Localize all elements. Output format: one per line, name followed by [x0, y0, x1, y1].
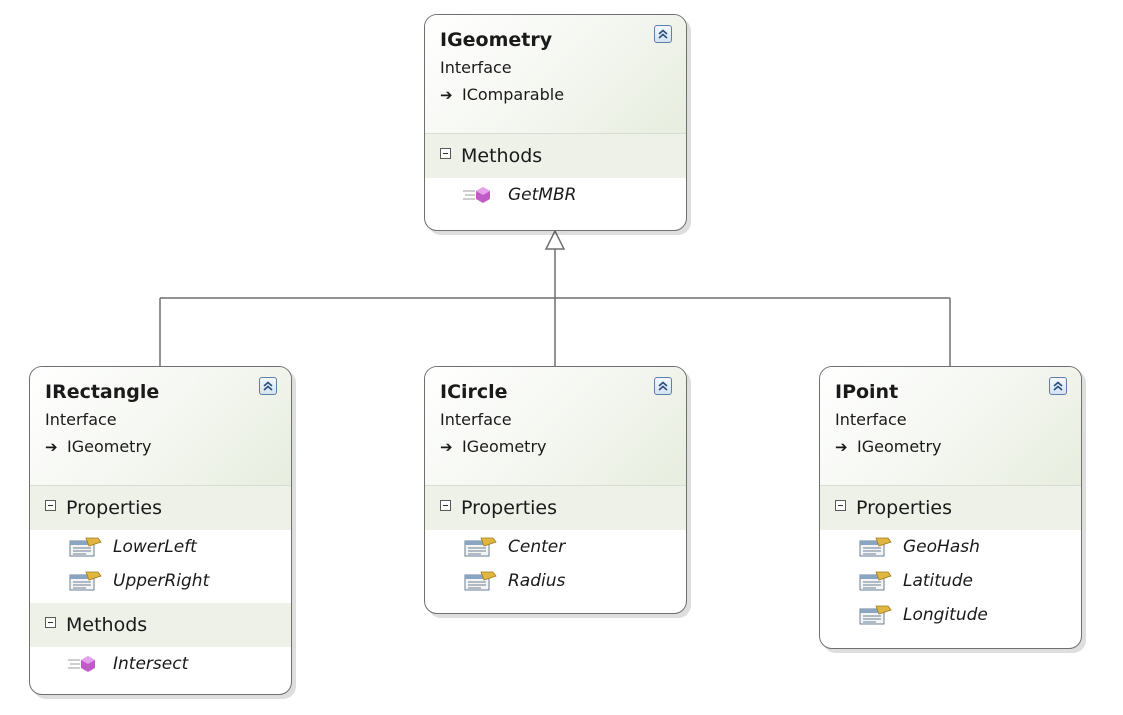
member-row[interactable]: Radius [425, 564, 686, 598]
member-name: Longitude [903, 605, 988, 625]
member-row[interactable]: Center [425, 530, 686, 564]
inheritance-arrow-icon: ➔ [835, 438, 848, 456]
member-row[interactable]: GetMBR [425, 178, 686, 212]
section-methods[interactable]: Methods [425, 134, 686, 178]
shape-title: IGeometry [440, 29, 553, 51]
property-icon [464, 571, 497, 591]
method-icon [463, 187, 490, 203]
method-icon [68, 656, 95, 672]
double-chevron-up-icon[interactable] [1049, 377, 1067, 395]
class-shape-ipoint[interactable]: IPoint Interface ➔ IGeometry Properties … [819, 366, 1082, 649]
property-icon [859, 605, 892, 625]
minus-box-icon[interactable] [835, 499, 846, 511]
member-row[interactable]: UpperRight [30, 564, 291, 598]
member-name: Radius [508, 571, 566, 591]
class-shape-icircle[interactable]: ICircle Interface ➔ IGeometry Properties… [424, 366, 687, 614]
member-row[interactable]: Longitude [820, 598, 1081, 632]
class-shape-igeometry[interactable]: IGeometry Interface ➔ IComparable Method… [424, 14, 687, 231]
property-icon [69, 571, 102, 591]
member-name: Latitude [903, 571, 973, 591]
shape-header: ICircle Interface ➔ IGeometry [425, 367, 686, 486]
member-row[interactable]: Latitude [820, 564, 1081, 598]
minus-box-icon[interactable] [45, 616, 56, 628]
section-properties[interactable]: Properties [425, 486, 686, 530]
double-chevron-up-icon[interactable] [259, 377, 277, 395]
section-properties[interactable]: Properties [30, 486, 291, 530]
shape-inherits: ➔ IGeometry [45, 434, 277, 460]
property-icon [464, 537, 497, 557]
section-label: Properties [856, 497, 953, 519]
shape-kind: Interface [440, 58, 512, 77]
member-name: LowerLeft [113, 537, 197, 557]
member-name: GetMBR [508, 185, 577, 205]
inheritance-arrow-icon: ➔ [440, 438, 453, 456]
shape-inherits: ➔ IGeometry [440, 434, 672, 460]
member-name: Intersect [113, 654, 189, 674]
property-icon [859, 537, 892, 557]
shape-header: IPoint Interface ➔ IGeometry [820, 367, 1081, 486]
double-chevron-up-icon[interactable] [654, 377, 672, 395]
shape-title: IRectangle [45, 381, 160, 403]
inheritance-arrowhead [544, 229, 566, 250]
minus-box-icon[interactable] [440, 147, 451, 159]
inherits-label: IGeometry [857, 437, 942, 456]
section-label: Properties [66, 497, 163, 519]
member-row[interactable]: Intersect [30, 647, 291, 681]
shape-title: ICircle [440, 381, 508, 403]
shape-kind: Interface [45, 410, 117, 429]
member-name: Center [508, 537, 566, 557]
shape-kind: Interface [835, 410, 907, 429]
member-name: UpperRight [113, 571, 210, 591]
minus-box-icon[interactable] [440, 499, 451, 511]
inherits-label: IGeometry [462, 437, 547, 456]
shape-inherits: ➔ IGeometry [835, 434, 1067, 460]
shape-header: IRectangle Interface ➔ IGeometry [30, 367, 291, 486]
shape-title: IPoint [835, 381, 899, 403]
section-properties[interactable]: Properties [820, 486, 1081, 530]
member-name: GeoHash [903, 537, 980, 557]
shape-kind: Interface [440, 410, 512, 429]
section-label: Methods [461, 145, 543, 167]
inheritance-arrow-icon: ➔ [440, 86, 453, 104]
section-methods[interactable]: Methods [30, 603, 291, 647]
class-shape-irectangle[interactable]: IRectangle Interface ➔ IGeometry Propert… [29, 366, 292, 695]
minus-box-icon[interactable] [45, 499, 56, 511]
section-label: Methods [66, 614, 148, 636]
shape-header: IGeometry Interface ➔ IComparable [425, 15, 686, 134]
double-chevron-up-icon[interactable] [654, 25, 672, 43]
shape-inherits: ➔ IComparable [440, 82, 672, 108]
inherits-label: IGeometry [67, 437, 152, 456]
member-row[interactable]: GeoHash [820, 530, 1081, 564]
property-icon [69, 537, 102, 557]
section-label: Properties [461, 497, 558, 519]
property-icon [859, 571, 892, 591]
inherits-label: IComparable [462, 85, 565, 104]
member-row[interactable]: LowerLeft [30, 530, 291, 564]
inheritance-arrow-icon: ➔ [45, 438, 58, 456]
